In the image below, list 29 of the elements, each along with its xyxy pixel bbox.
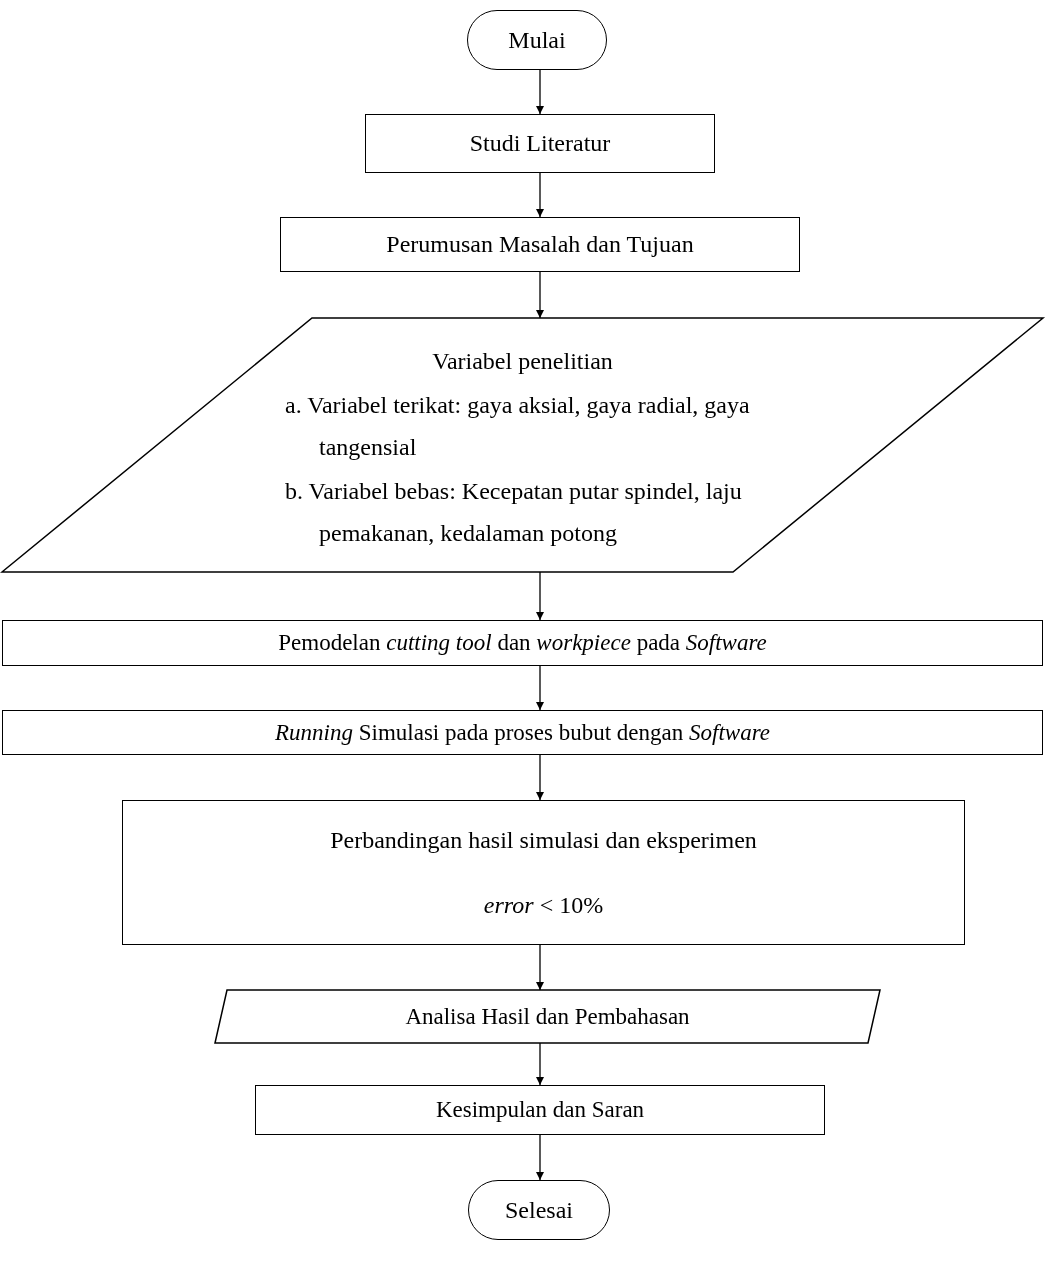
arrow <box>536 271 544 319</box>
node-text: Pemodelan cutting tool dan workpiece pada Software <box>278 629 767 657</box>
terminator <box>468 1180 610 1240</box>
heading-text: Variabel penelitian <box>432 347 613 376</box>
arrow <box>536 944 544 991</box>
arrow <box>536 69 544 115</box>
arrow <box>536 172 544 218</box>
terminator <box>467 10 607 70</box>
arrow <box>536 754 544 801</box>
node-text: Perbandingan hasil simulasi dan eksperimen <box>330 825 757 855</box>
arrow <box>536 571 544 621</box>
process-box <box>2 710 1043 755</box>
node-text: Kesimpulan dan Saran <box>435 1096 645 1124</box>
node-text: Perumusan Masalah dan Tujuan <box>386 230 694 259</box>
node-text: Selesai <box>505 1195 573 1225</box>
arrow <box>536 1042 544 1086</box>
process-box <box>365 114 715 173</box>
node-text: Studi Literatur <box>469 129 611 158</box>
process-box <box>280 217 800 272</box>
process-box <box>255 1085 825 1135</box>
node-text: Running Simulasi pada proses bubut dengan Software <box>275 718 770 747</box>
node-text: error < 10% <box>483 890 604 920</box>
process-box <box>122 800 965 945</box>
list-item: b. Variabel bebas: Kecepatan putar spindel, laju pemakanan, kedalaman potong <box>285 477 743 548</box>
node-text: Analisa Hasil dan Pembahasan <box>405 1002 690 1031</box>
node-text: Mulai <box>508 25 566 55</box>
arrow <box>536 1134 544 1181</box>
process-box <box>2 620 1043 666</box>
arrow <box>536 665 544 711</box>
